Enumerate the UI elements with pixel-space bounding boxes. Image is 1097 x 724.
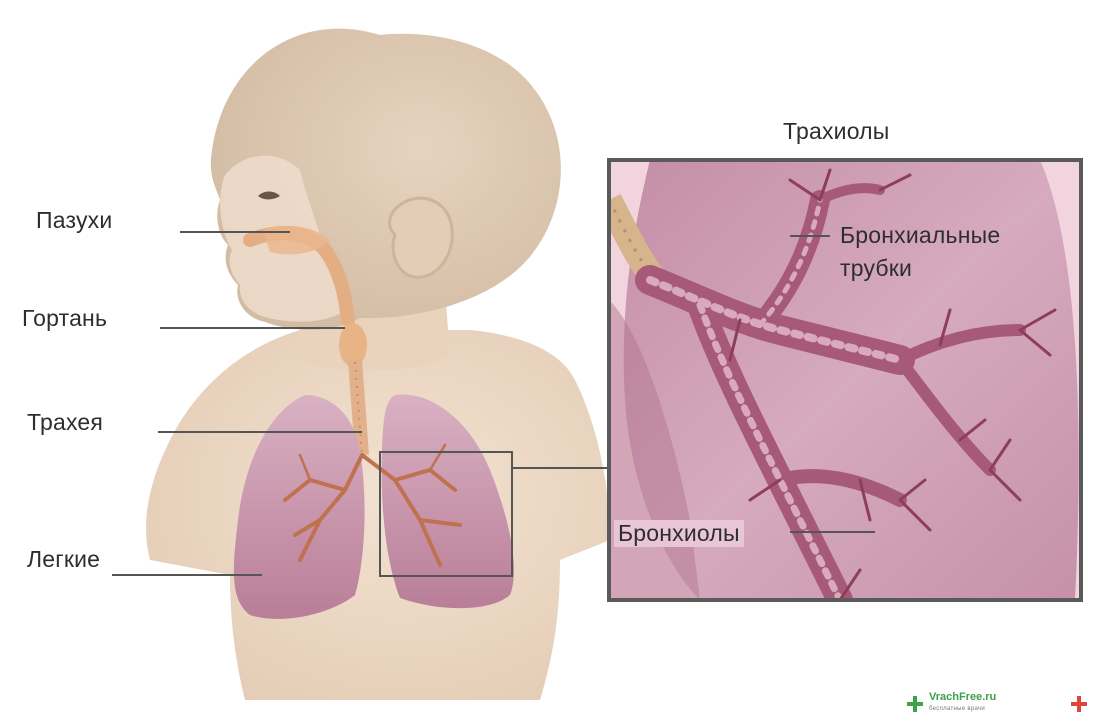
watermark-text: VrachFree.ru (929, 691, 996, 703)
label-trachioles: Трахиолы (783, 118, 890, 145)
ear (390, 198, 453, 277)
label-lungs: Легкие (27, 546, 100, 573)
label-bronchial-tubes-line1: Бронхиальные (840, 222, 1000, 249)
medical-cross-icon (907, 696, 923, 712)
label-bronchioles: Бронхиолы (614, 520, 744, 547)
label-larynx: Гортань (22, 305, 107, 332)
label-sinuses: Пазухи (36, 207, 112, 234)
torso (146, 330, 610, 700)
medical-cross-icon (1071, 696, 1087, 712)
label-trachea: Трахея (27, 409, 103, 436)
label-bronchial-tubes-line2: трубки (840, 255, 912, 282)
watermark-tagline: бесплатные врачи (929, 706, 985, 712)
child-figure (146, 29, 610, 700)
site-watermark: VrachFree.ru бесплатные врачи (905, 690, 1090, 720)
